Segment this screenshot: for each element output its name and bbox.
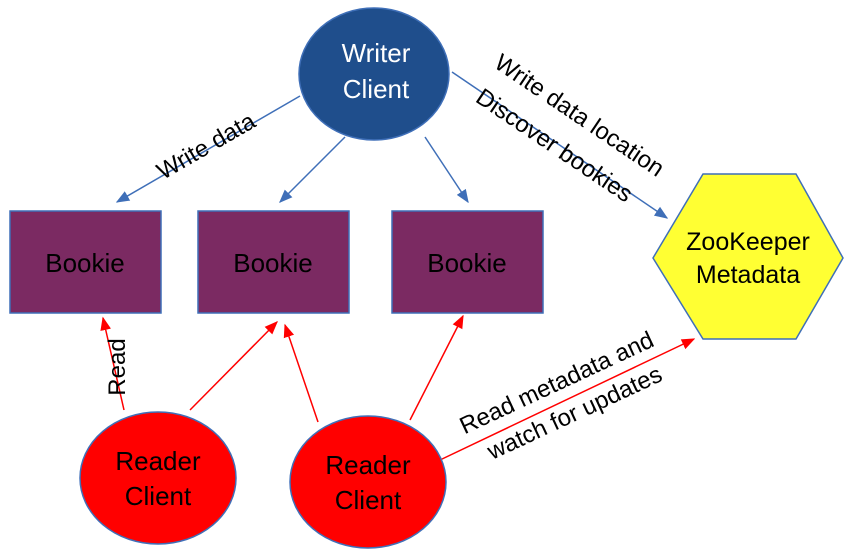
bookie-2-label: Bookie	[233, 248, 313, 278]
writer-client-label-line2: Client	[343, 74, 410, 104]
read-arrow-r1-bookie-2	[189, 321, 278, 411]
writer-to-zookeeper-arrow	[451, 71, 669, 219]
reader-client-1-label-line2: Client	[125, 481, 192, 511]
reader-client-1-label-line1: Reader	[115, 446, 201, 476]
write-arrows	[115, 71, 669, 219]
bookie-3-label: Bookie	[427, 248, 507, 278]
write-data-label: Write data	[152, 107, 260, 185]
zookeeper-metadata-node: ZooKeeper Metadata	[652, 173, 844, 340]
bookie-node: Bookie	[9, 210, 162, 314]
reader-to-zookeeper-arrow	[439, 338, 696, 461]
writer-client-label-line1: Writer	[342, 38, 411, 68]
bookie-node: Bookie	[391, 210, 544, 314]
reader-client-2-label-line2: Client	[335, 485, 402, 515]
read-arrows	[100, 314, 696, 461]
write-arrow-bookie-2	[279, 136, 346, 203]
read-arrow-r2-bookie-2	[283, 323, 319, 423]
write-arrow-bookie-1	[115, 95, 301, 203]
read-arrow-r2-bookie-3	[409, 314, 464, 421]
writer-client-node: Writer Client	[298, 7, 450, 141]
bookie-1-label: Bookie	[45, 248, 125, 278]
read-arrow-bookie-1	[100, 316, 125, 411]
reader-client-node: Reader Client	[289, 415, 447, 549]
bookie-node: Bookie	[197, 210, 350, 314]
zookeeper-label-line2: Metadata	[696, 261, 800, 289]
reader-client-2-label-line1: Reader	[325, 450, 411, 480]
write-arrow-bookie-3	[424, 136, 469, 204]
read-label: Read	[104, 338, 131, 395]
reader-client-node: Reader Client	[79, 411, 237, 545]
zookeeper-label-line1: ZooKeeper	[686, 228, 810, 256]
